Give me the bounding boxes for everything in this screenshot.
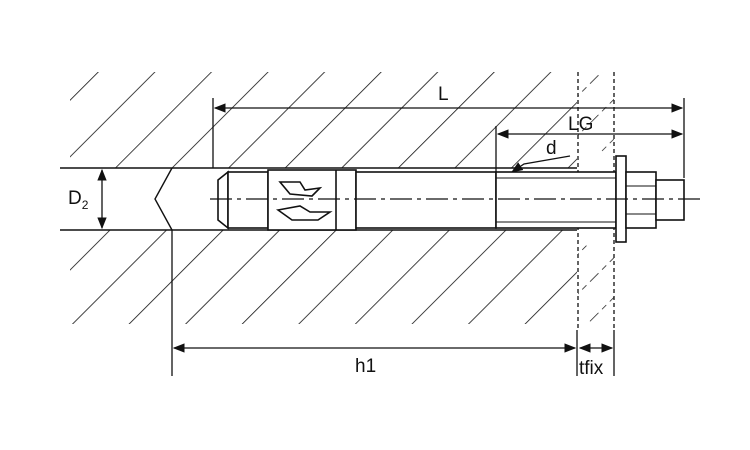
dimension-tfix [578, 330, 615, 376]
label-D2: D2 [68, 188, 89, 212]
label-tfix: tfix [579, 358, 604, 379]
label-L: L [438, 84, 449, 105]
label-LG: LG [568, 114, 593, 135]
label-h1: h1 [355, 356, 376, 377]
anchor-bolt [217, 155, 685, 243]
dimension-LG [495, 126, 684, 172]
dimension-h1 [171, 230, 578, 376]
dimension-d [511, 155, 571, 173]
label-d: d [546, 138, 557, 159]
dimension-L [212, 98, 685, 178]
